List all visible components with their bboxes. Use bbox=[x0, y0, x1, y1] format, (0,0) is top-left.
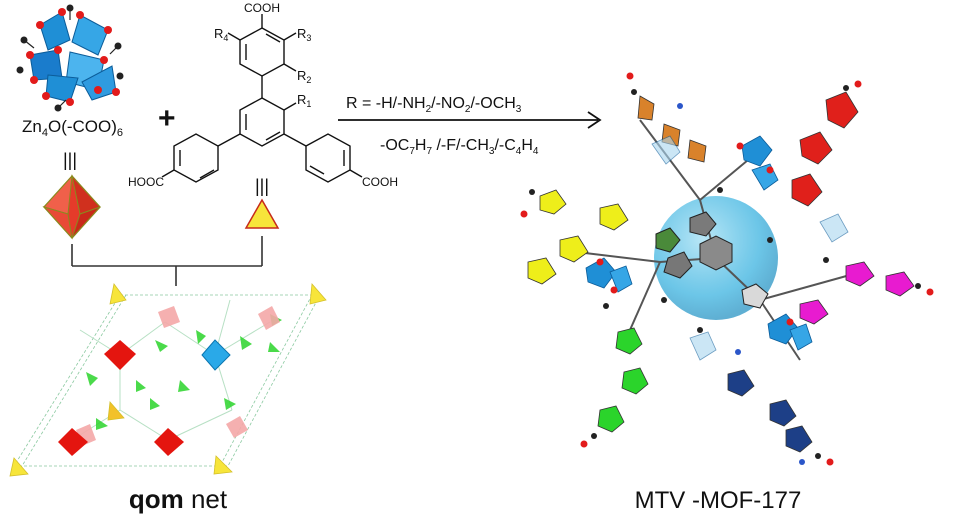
zn4o-cluster-image bbox=[16, 4, 124, 112]
qom-net-image bbox=[9, 283, 327, 477]
yellow-linker-arm bbox=[527, 189, 629, 285]
cluster-formula: Zn4O(-COO)6 bbox=[22, 117, 123, 139]
navy-linker-arm bbox=[727, 369, 813, 453]
linker-hooc-left: HOOC bbox=[128, 175, 164, 189]
green-linker-arm bbox=[597, 327, 649, 433]
linker-r3: R3 bbox=[297, 26, 311, 43]
mtv-mof-177-image bbox=[520, 72, 934, 466]
qom-net-label: qom net bbox=[129, 484, 228, 514]
linker-cooh-right: COOH bbox=[362, 175, 398, 189]
linker-cooh-top: COOH bbox=[244, 1, 280, 15]
arrow-line1-text: R = -H/-NH2/-NO2/-OCH3 bbox=[346, 95, 522, 115]
linker-structure bbox=[161, 14, 363, 183]
linker-r2: R2 bbox=[297, 68, 311, 85]
magenta-linker-arm bbox=[799, 261, 915, 325]
plus-sign: + bbox=[158, 102, 176, 135]
linker-r4: R4 bbox=[214, 26, 228, 43]
mof-label: MTV -MOF-177 bbox=[635, 487, 802, 514]
linker-r1: R1 bbox=[297, 92, 311, 109]
octahedron-icon bbox=[42, 174, 101, 240]
arrow-line2-text: -OC7H7 /-F/-CH3/-C4H4 bbox=[380, 137, 539, 157]
equivalence-symbol-right: ||| bbox=[255, 176, 269, 196]
red-linker-arm bbox=[791, 91, 859, 207]
equivalence-symbol-left: ||| bbox=[63, 150, 77, 170]
reaction-arrow bbox=[338, 111, 602, 129]
connector-bracket bbox=[71, 236, 263, 286]
triangle-icon bbox=[244, 198, 280, 229]
orange-linker-arm bbox=[637, 95, 707, 163]
